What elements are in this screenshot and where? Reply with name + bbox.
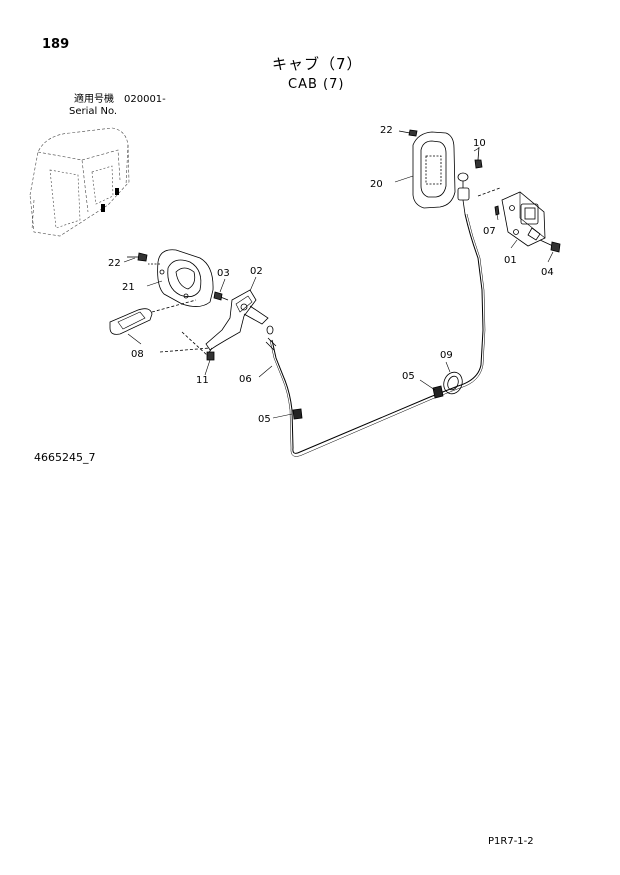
part-label-08: 08 xyxy=(131,349,144,360)
part-22-screw-lower xyxy=(127,252,148,262)
part-labels: 22 10 20 07 01 04 22 03 02 21 08 11 06 0… xyxy=(108,125,554,425)
part-label-22-upper: 22 xyxy=(380,125,393,136)
part-label-06: 06 xyxy=(239,374,252,385)
serial-label-japanese: 適用号機 020001- xyxy=(74,94,166,105)
part-label-05-left: 05 xyxy=(258,414,271,425)
page-title-japanese: キャブ（7） xyxy=(272,55,363,73)
part-09-grommet xyxy=(443,371,463,395)
serial-label-english: Serial No. xyxy=(69,106,118,117)
part-10-clip xyxy=(474,146,483,169)
cable-upper-end xyxy=(457,172,470,215)
drawing-number: 4665245_7 xyxy=(34,451,96,464)
part-04-bolt xyxy=(539,239,561,253)
part-label-10: 10 xyxy=(473,138,486,149)
part-05-clamp-right xyxy=(432,385,444,399)
part-label-01: 01 xyxy=(504,255,517,266)
page-code: P1R7-1-2 xyxy=(488,836,534,847)
page-number: 189 xyxy=(42,37,70,52)
part-05-clamp-left xyxy=(292,408,303,420)
cab-locator-illustration xyxy=(29,127,130,237)
part-label-02: 02 xyxy=(250,266,263,277)
part-label-22-lower: 22 xyxy=(108,258,121,269)
part-label-20: 20 xyxy=(370,179,383,190)
part-08-handle xyxy=(109,299,197,335)
part-06-cable xyxy=(269,213,486,457)
part-20-plate xyxy=(412,131,456,209)
part-label-05-right: 05 xyxy=(402,371,415,382)
part-label-04: 04 xyxy=(541,267,554,278)
part-21-housing xyxy=(148,249,214,307)
part-11-nut xyxy=(159,331,215,361)
page-title-english: CAB (7) xyxy=(288,77,345,92)
part-07-screw xyxy=(494,205,500,216)
cable-lower-end xyxy=(265,325,277,351)
part-label-21: 21 xyxy=(122,282,135,293)
part-22-screw-upper xyxy=(398,129,418,137)
part-01-latch xyxy=(477,187,546,247)
part-label-03: 03 xyxy=(217,268,230,279)
part-label-11: 11 xyxy=(196,375,209,386)
part-03-bolt xyxy=(213,291,229,301)
part-label-09: 09 xyxy=(440,350,453,361)
leader-lines xyxy=(123,147,554,419)
part-label-07: 07 xyxy=(483,226,496,237)
part-02-lever xyxy=(205,289,269,355)
